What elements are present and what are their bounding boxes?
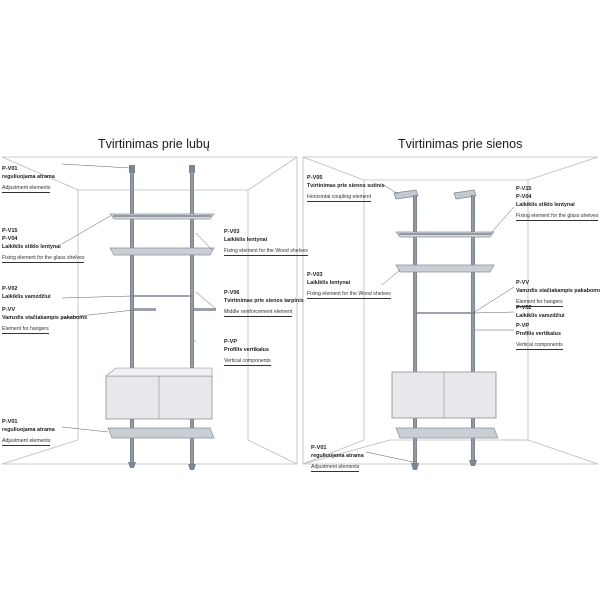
right-shelving-unit [391,189,499,470]
left-shelving-unit [105,165,216,470]
left-panel-title: Tvirtinimas prie lubų [98,137,210,151]
right-panel-title: Tvirtinimas prie sienos [398,137,523,151]
label-pv05-right: P-V05 Tvirtinimas prie sienos sutinis Ho… [307,175,385,202]
label-pvv-right: P-VV Vamzdis stačiakampis pakaboms Eleme… [516,280,600,307]
right-bottom-shelf [395,427,499,439]
label-pv02-right: P-V02 Laikiklis vamzdžiui [516,305,565,319]
left-wood-shelf [109,247,215,256]
right-foot-2 [469,460,477,466]
right-foot-1 [411,463,419,470]
right-leader-lines [365,184,515,463]
left-ceiling-cap-2 [189,165,195,173]
left-room-outline [1,156,298,465]
left-reinforcement-2 [194,308,216,311]
label-pv01-right: P-V01 reguliuojama atrama Adjustment ele… [311,445,364,472]
label-pvp-right: P-VP Profilis vertikalus Vertical compon… [516,323,563,350]
label-pv01-top-left: P-V01 reguliuojama atrama Adjustment ele… [2,166,55,193]
right-wall-coupling-1 [393,189,419,200]
left-foot-1 [128,462,136,468]
left-ceiling-cap-1 [129,165,135,173]
right-room-outline [302,156,599,465]
label-pv03-right: P-V03 Laikiklis lentynai Fixing element … [307,272,391,299]
right-wood-shelf [395,264,495,273]
left-foot-2 [188,464,196,470]
label-pv15-right: P-V15 P-V04 Laikiklis stiklo lentynai Fi… [516,186,599,221]
label-pv15-left: P-V15 P-V04 Laikiklis stiklo lentynai Fi… [2,228,85,263]
label-pv06-left: P-V06 Tvirtinimas prie sienos tarpinis M… [224,290,304,317]
label-pv01-bottom-left: P-V01 reguliuojama atrama Adjustment ele… [2,419,55,446]
left-bottom-shelf [107,427,215,439]
label-pvv-left: P-VV Vamzdis stačiakampis pakaboms Eleme… [2,307,88,334]
label-pv03-left: P-V03 Laikiklis lentynai Fixing element … [224,229,308,256]
label-pv02-left: P-V02 Laikiklis vamzdžiui [2,286,51,300]
left-leader-lines [61,163,217,433]
label-pvp-left: P-VP Profilis vertikalus Vertical compon… [224,339,271,366]
left-reinforcement-1 [134,308,156,311]
right-wall-coupling-2 [453,189,477,200]
